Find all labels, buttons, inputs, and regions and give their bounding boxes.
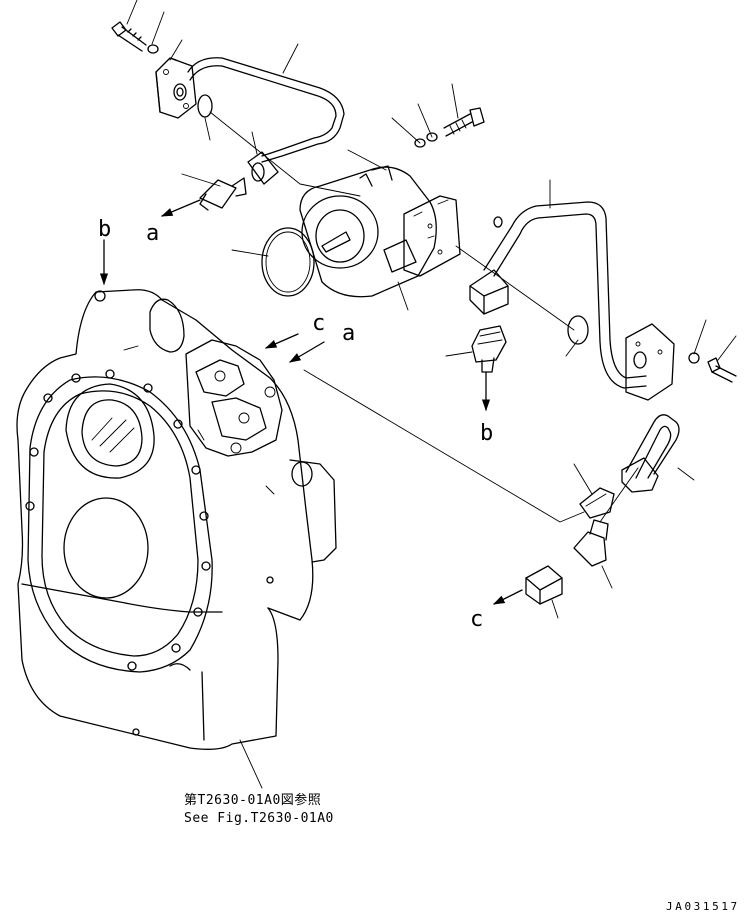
bolt-pump: [414, 107, 485, 148]
bolt-top-left: [111, 21, 147, 52]
flange-top-left: [155, 57, 197, 119]
connector-b: [471, 325, 507, 373]
nut-lower-right: [621, 457, 659, 493]
label-a-left: a: [146, 221, 159, 246]
lower-right-assembly: [525, 414, 680, 605]
connector-a: [199, 177, 247, 211]
right-tube-assembly: [469, 201, 737, 401]
o-ring-top: [197, 94, 213, 118]
pump: [299, 165, 461, 298]
arrow-a-top: [288, 341, 325, 363]
nut-right: [469, 269, 509, 315]
drawing-code: JA031517: [666, 900, 740, 913]
guide-line-top: [209, 111, 361, 197]
elbow-fitting: [573, 519, 609, 567]
tube-top: [187, 57, 345, 163]
label-c-top: c: [312, 311, 325, 336]
connector-lower: [579, 487, 615, 519]
arrows: [99, 199, 523, 605]
nut-top: [247, 151, 279, 185]
washer-right: [688, 352, 700, 364]
label-b-mid: b: [480, 421, 493, 446]
bolt-right: [707, 357, 737, 383]
label-a-top: a: [342, 321, 355, 346]
arrow-c-top: [264, 333, 299, 349]
pump-shaft: [321, 231, 351, 253]
bolt-hole: [43, 393, 53, 403]
guide-line-lower: [303, 369, 585, 523]
transmission-housing: [16, 289, 337, 750]
label-c-bottom: c: [470, 607, 483, 632]
flange-right: [625, 323, 675, 401]
reference-note-jp: 第T2630-01A0図参照: [184, 792, 321, 808]
washer-pump-2: [426, 132, 438, 142]
adapter-c: [525, 565, 563, 605]
o-ring-right: [567, 315, 589, 345]
leader-lines: [126, 0, 737, 789]
washer-pump-1: [414, 138, 426, 148]
tube-right: [483, 201, 647, 379]
tube-lower-right: [625, 414, 680, 475]
top-tube-assembly: [111, 21, 345, 211]
arrow-c-bottom: [492, 589, 523, 605]
washer-top-left: [147, 44, 159, 54]
arrow-a-left: [160, 199, 201, 217]
o-ring-large: [261, 227, 315, 297]
label-b-top: b: [98, 217, 111, 242]
reference-note-en: See Fig.T2630-01A0: [184, 811, 334, 826]
